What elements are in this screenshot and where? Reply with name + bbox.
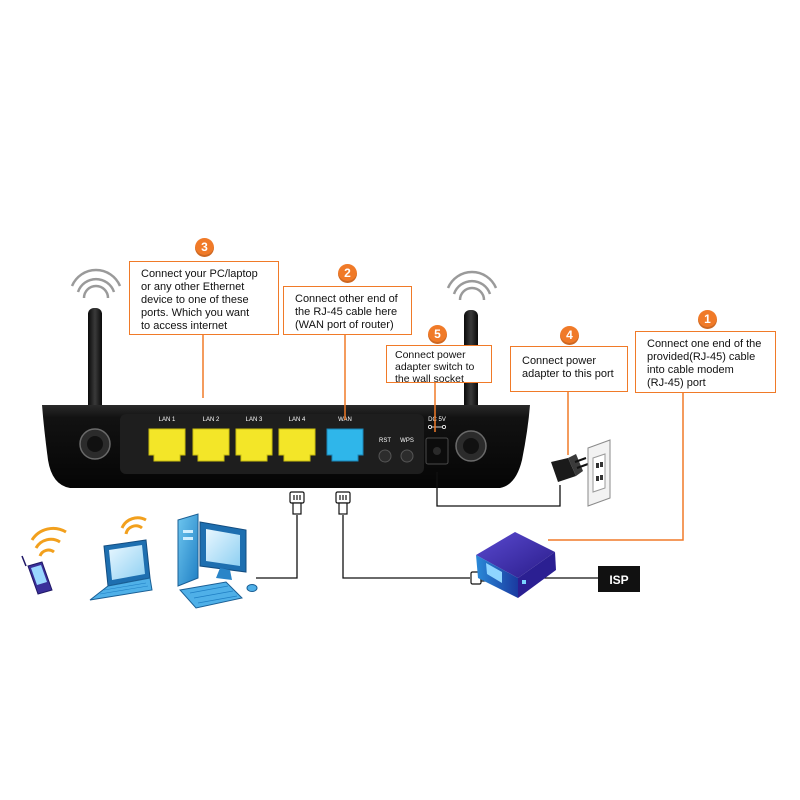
step-2-line-3: (WAN port of router) (295, 319, 394, 331)
wps-label: WPS (400, 438, 414, 444)
dc-power-label: DC 5V (428, 417, 446, 423)
step-2-badge: 2 (338, 264, 357, 283)
rst-label: RST (379, 438, 391, 444)
wifi-signal-left-icon (70, 268, 122, 299)
port-label-lan-3: LAN 3 (246, 417, 263, 423)
lan-port-3[interactable] (235, 428, 273, 462)
step-2-line-1: Connect other end of (295, 293, 398, 305)
step-3-badge: 3 (195, 238, 214, 257)
wifi-signal-phone-icon (30, 526, 67, 557)
callout-step-3: Connect your PC/laptop or any other Ethe… (129, 261, 279, 335)
power-adapter-icon (551, 454, 589, 482)
step-3-line-1: Connect your PC/laptop (141, 268, 258, 280)
rj45-plug-lan-icon (289, 491, 305, 515)
step-3-line-3: device to one of these (141, 294, 249, 306)
port-label-lan-4: LAN 4 (289, 417, 306, 423)
step-4-badge: 4 (560, 326, 579, 345)
step-5-line-1: Connect power (395, 349, 466, 361)
wall-socket-icon (587, 439, 611, 507)
rj45-plug-wan-icon (335, 491, 351, 515)
step-5-line-2: adapter switch to (395, 361, 475, 373)
dc-polarity-icon (427, 424, 446, 429)
rst-button[interactable] (378, 449, 392, 463)
callout-step-2: Connect other end of the RJ-45 cable her… (283, 286, 412, 335)
wps-button[interactable] (400, 449, 414, 463)
antenna-base-left-icon (79, 428, 111, 460)
callout-step-4: Connect power adapter to this port (510, 346, 628, 392)
leader-step-1 (548, 392, 684, 541)
step-3-line-2: or any other Ethernet (141, 281, 245, 293)
laptop-icon (89, 539, 153, 601)
antenna-base-right-icon (455, 430, 487, 462)
step-1-line-3: into cable modem (647, 364, 734, 376)
ethernet-cable-wan (342, 515, 470, 579)
step-1-line-4: (RJ-45) port (647, 377, 706, 389)
step-1-line-2: provided(RJ-45) cable (647, 351, 756, 363)
step-1-line-1: Connect one end of the (647, 338, 762, 350)
step-1-badge: 1 (698, 310, 717, 329)
lan-port-4[interactable] (278, 428, 316, 462)
desktop-pc-icon (177, 513, 258, 609)
isp-label: ISP (609, 573, 628, 587)
lan-port-2[interactable] (192, 428, 230, 462)
callout-step-1: Connect one end of the provided(RJ-45) c… (635, 331, 776, 393)
step-2-line-2: the RJ-45 cable here (295, 306, 398, 318)
step-4-line-1: Connect power (522, 355, 596, 367)
step-3-line-4: ports. Which you want (141, 307, 250, 319)
wifi-signal-laptop-icon (120, 516, 147, 535)
step-5-line-3: the wall socket (395, 373, 464, 385)
isp-box (598, 566, 640, 592)
power-cable (436, 472, 561, 507)
lan-port-1[interactable] (148, 428, 186, 462)
step-3-line-5: to access internet (141, 320, 228, 332)
smartphone-icon (21, 555, 53, 595)
cable-modem-icon (476, 532, 556, 598)
callout-step-5: Connect power adapter switch to the wall… (386, 345, 492, 385)
port-label-lan-1: LAN 1 (159, 417, 176, 423)
port-label-lan-2: LAN 2 (203, 417, 220, 423)
wifi-signal-right-icon (446, 270, 498, 301)
ethernet-cable-lan (256, 515, 298, 579)
step-4-line-2: adapter to this port (522, 368, 614, 380)
wan-port[interactable] (326, 428, 364, 462)
step-5-badge: 5 (428, 325, 447, 344)
